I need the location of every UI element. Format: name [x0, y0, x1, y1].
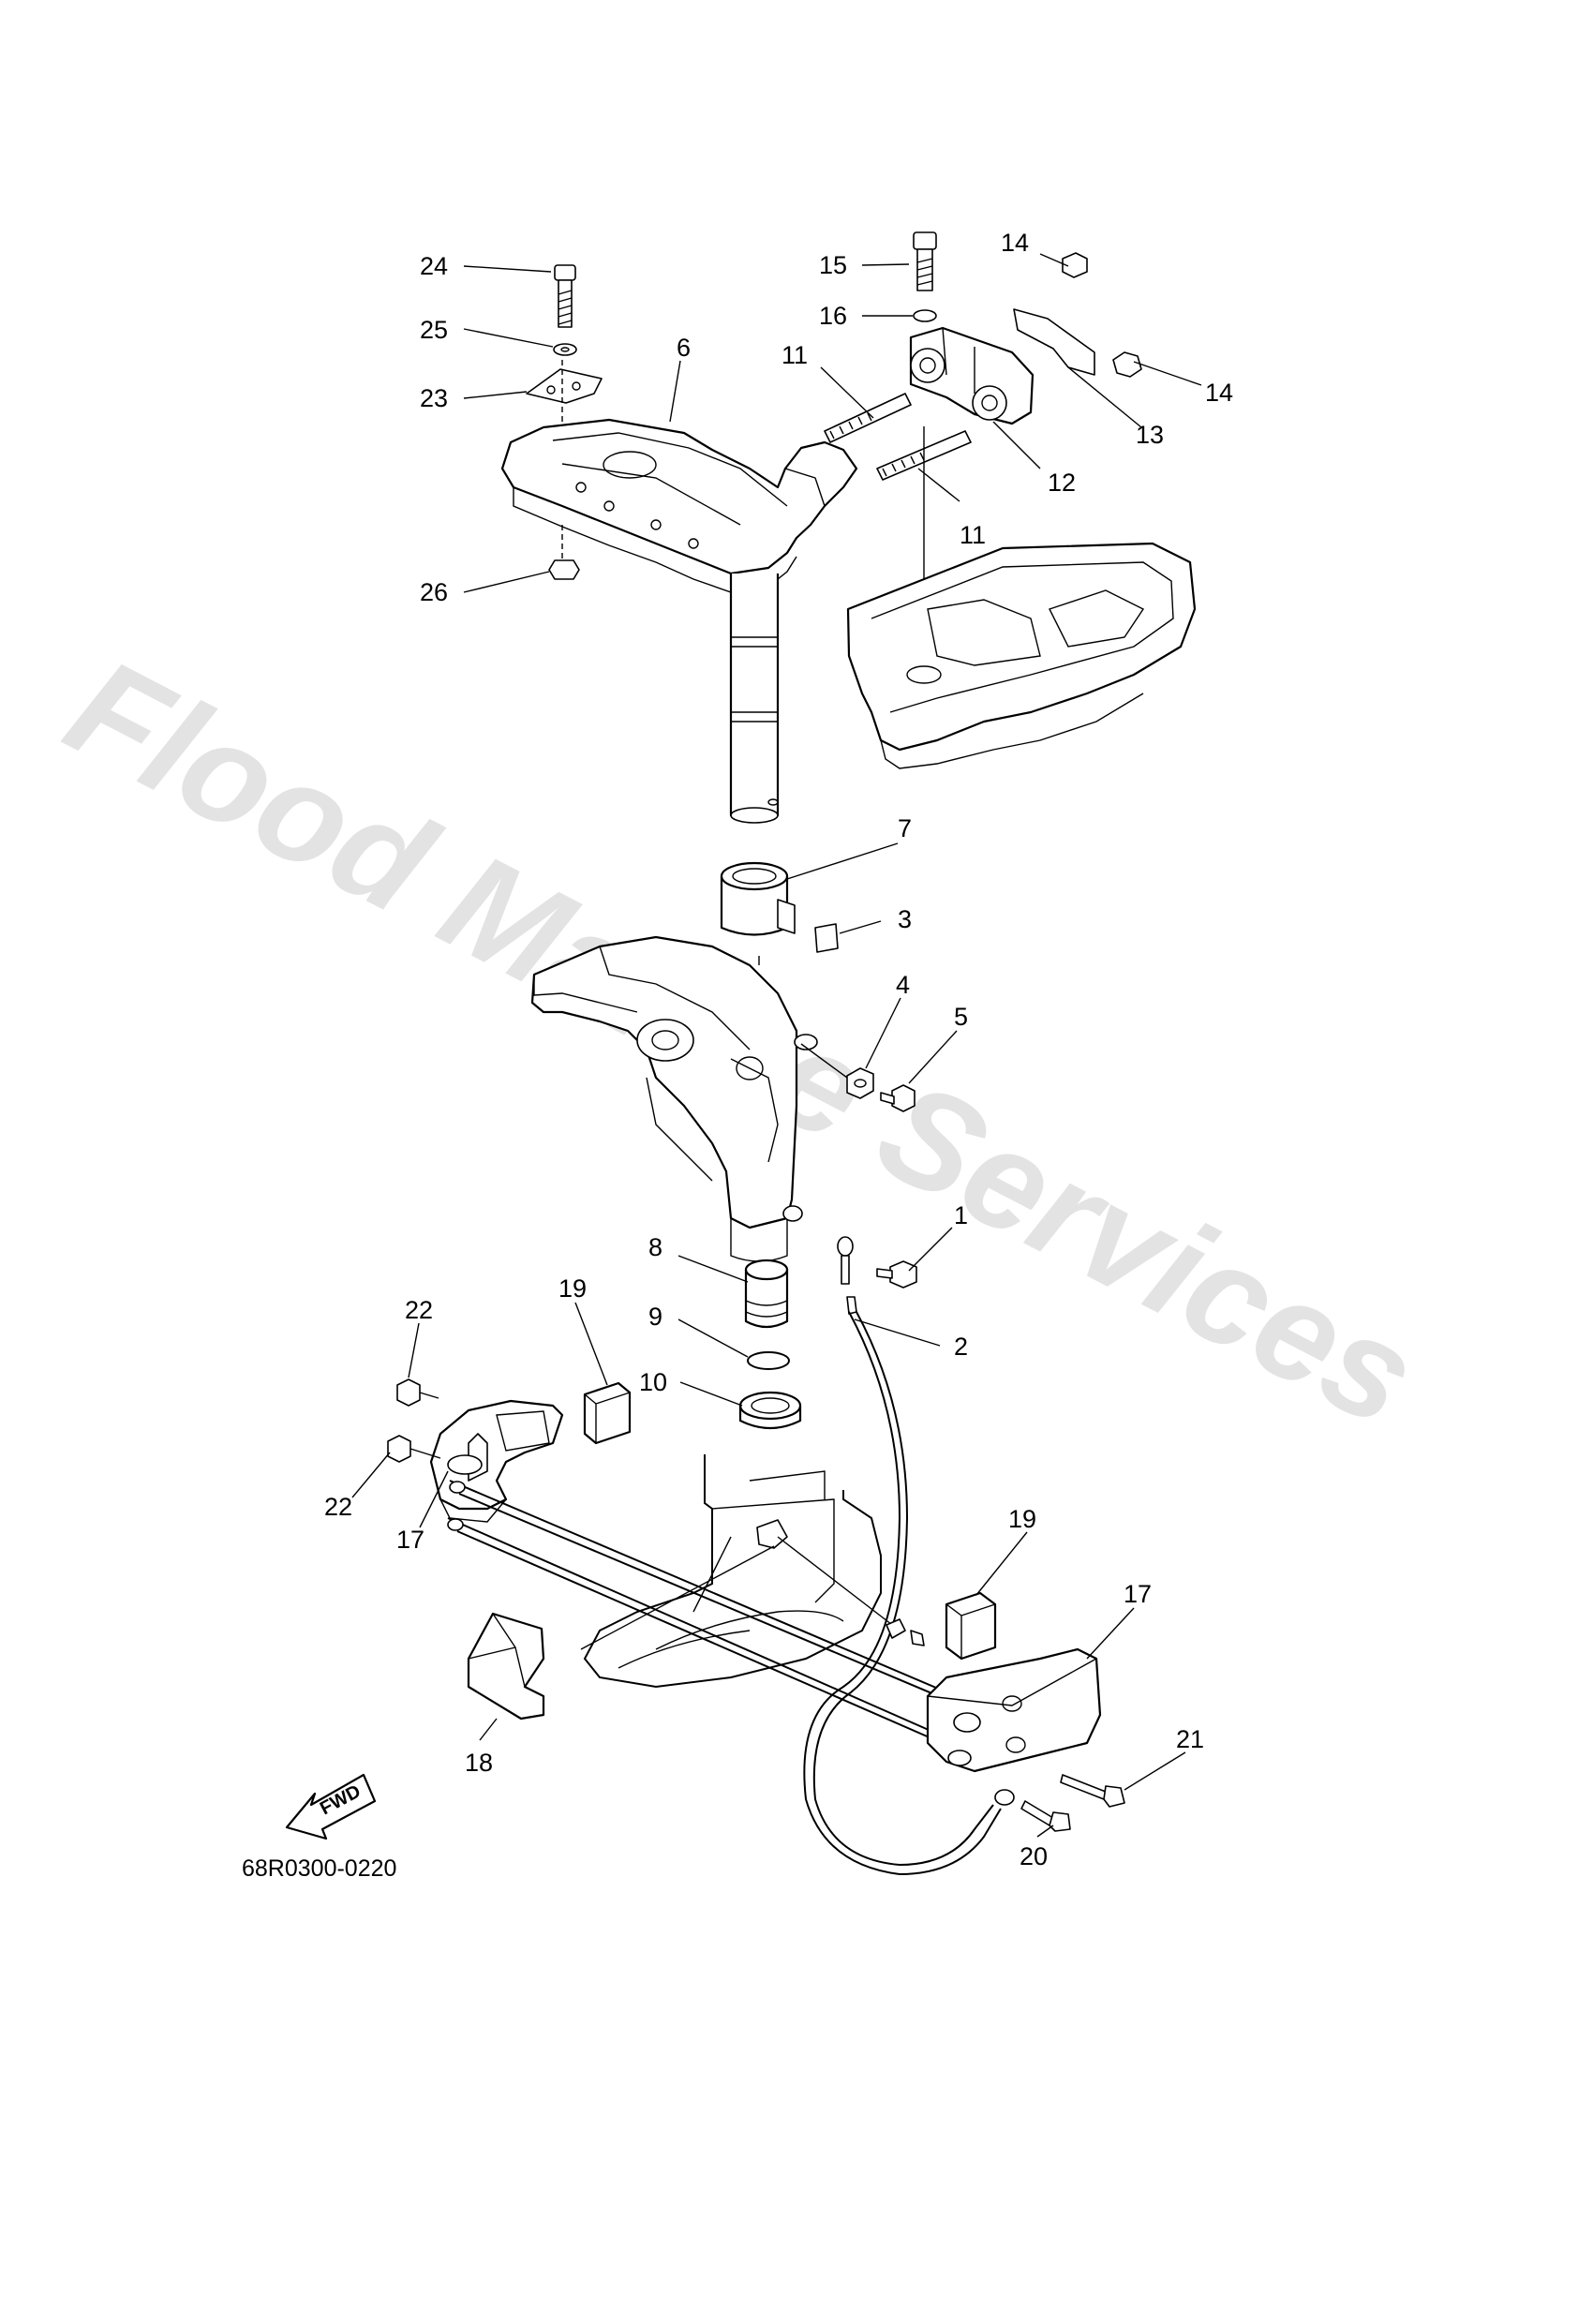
callout-25: 25	[420, 316, 448, 344]
callout-5: 5	[954, 1003, 968, 1031]
callout-16: 16	[819, 302, 847, 330]
callout-26: 26	[420, 578, 448, 606]
callout-8: 8	[648, 1233, 662, 1261]
nut-22-lower	[387, 1435, 411, 1463]
oil-seal-10	[738, 1391, 802, 1430]
callout-14-top: 14	[1001, 229, 1029, 257]
bushing-8	[744, 1259, 789, 1329]
spacer-3	[814, 923, 839, 953]
lower-mount-bracket-right	[926, 1647, 1102, 1773]
damper-19-right	[945, 1591, 997, 1661]
callout-20: 20	[1020, 1842, 1048, 1870]
ground-lead	[803, 1236, 1015, 1876]
callout-22-upper: 22	[405, 1296, 433, 1324]
leader-lines	[351, 253, 1202, 1838]
damper-18	[467, 1612, 545, 1721]
callout-22-lower: 22	[324, 1493, 352, 1521]
steering-bracket-6	[500, 264, 858, 824]
callout-17-left: 17	[396, 1526, 424, 1554]
callout-24: 24	[420, 252, 448, 280]
o-ring-9	[747, 1351, 790, 1370]
damper-19-left	[583, 1381, 632, 1445]
callout-23: 23	[420, 384, 448, 412]
callout-13: 13	[1136, 421, 1164, 449]
swivel-bracket	[530, 935, 818, 1262]
diagram-code: 68R0300-0220	[242, 1855, 396, 1882]
callout-19-left: 19	[558, 1274, 587, 1303]
callout-18: 18	[465, 1749, 493, 1777]
lower-casing	[580, 1454, 925, 1689]
bushing-7	[720, 861, 796, 936]
callout-11-lower: 11	[960, 521, 986, 549]
bolt-21	[1060, 1774, 1125, 1808]
bolt-5	[880, 1084, 916, 1112]
callout-12: 12	[1048, 469, 1076, 497]
callout-labels: 24 25 23 6 26 15 16 14 14 13 12 11 11 7 …	[324, 229, 1233, 1870]
forward-arrow: FWD	[285, 1773, 377, 1840]
callout-10: 10	[639, 1368, 667, 1396]
callout-3: 3	[898, 905, 912, 933]
mount-assembly	[824, 231, 1142, 675]
callout-6: 6	[677, 334, 691, 362]
callout-9: 9	[648, 1303, 662, 1331]
upper-casing	[846, 542, 1197, 769]
callout-21: 21	[1176, 1725, 1204, 1753]
callout-4: 4	[896, 971, 910, 999]
callout-1: 1	[954, 1201, 968, 1229]
callout-11-upper: 11	[782, 341, 808, 369]
callout-7: 7	[898, 814, 912, 842]
callout-19-right: 19	[1008, 1505, 1036, 1533]
nut-22-upper	[396, 1378, 421, 1407]
callout-17-right: 17	[1124, 1580, 1152, 1608]
callout-15: 15	[819, 251, 847, 279]
callout-14-right: 14	[1205, 379, 1233, 407]
lower-mount-bracket-left	[429, 1399, 966, 1746]
bolt-20	[1020, 1800, 1071, 1832]
callout-2: 2	[954, 1333, 968, 1361]
bushing-4	[846, 1067, 874, 1099]
